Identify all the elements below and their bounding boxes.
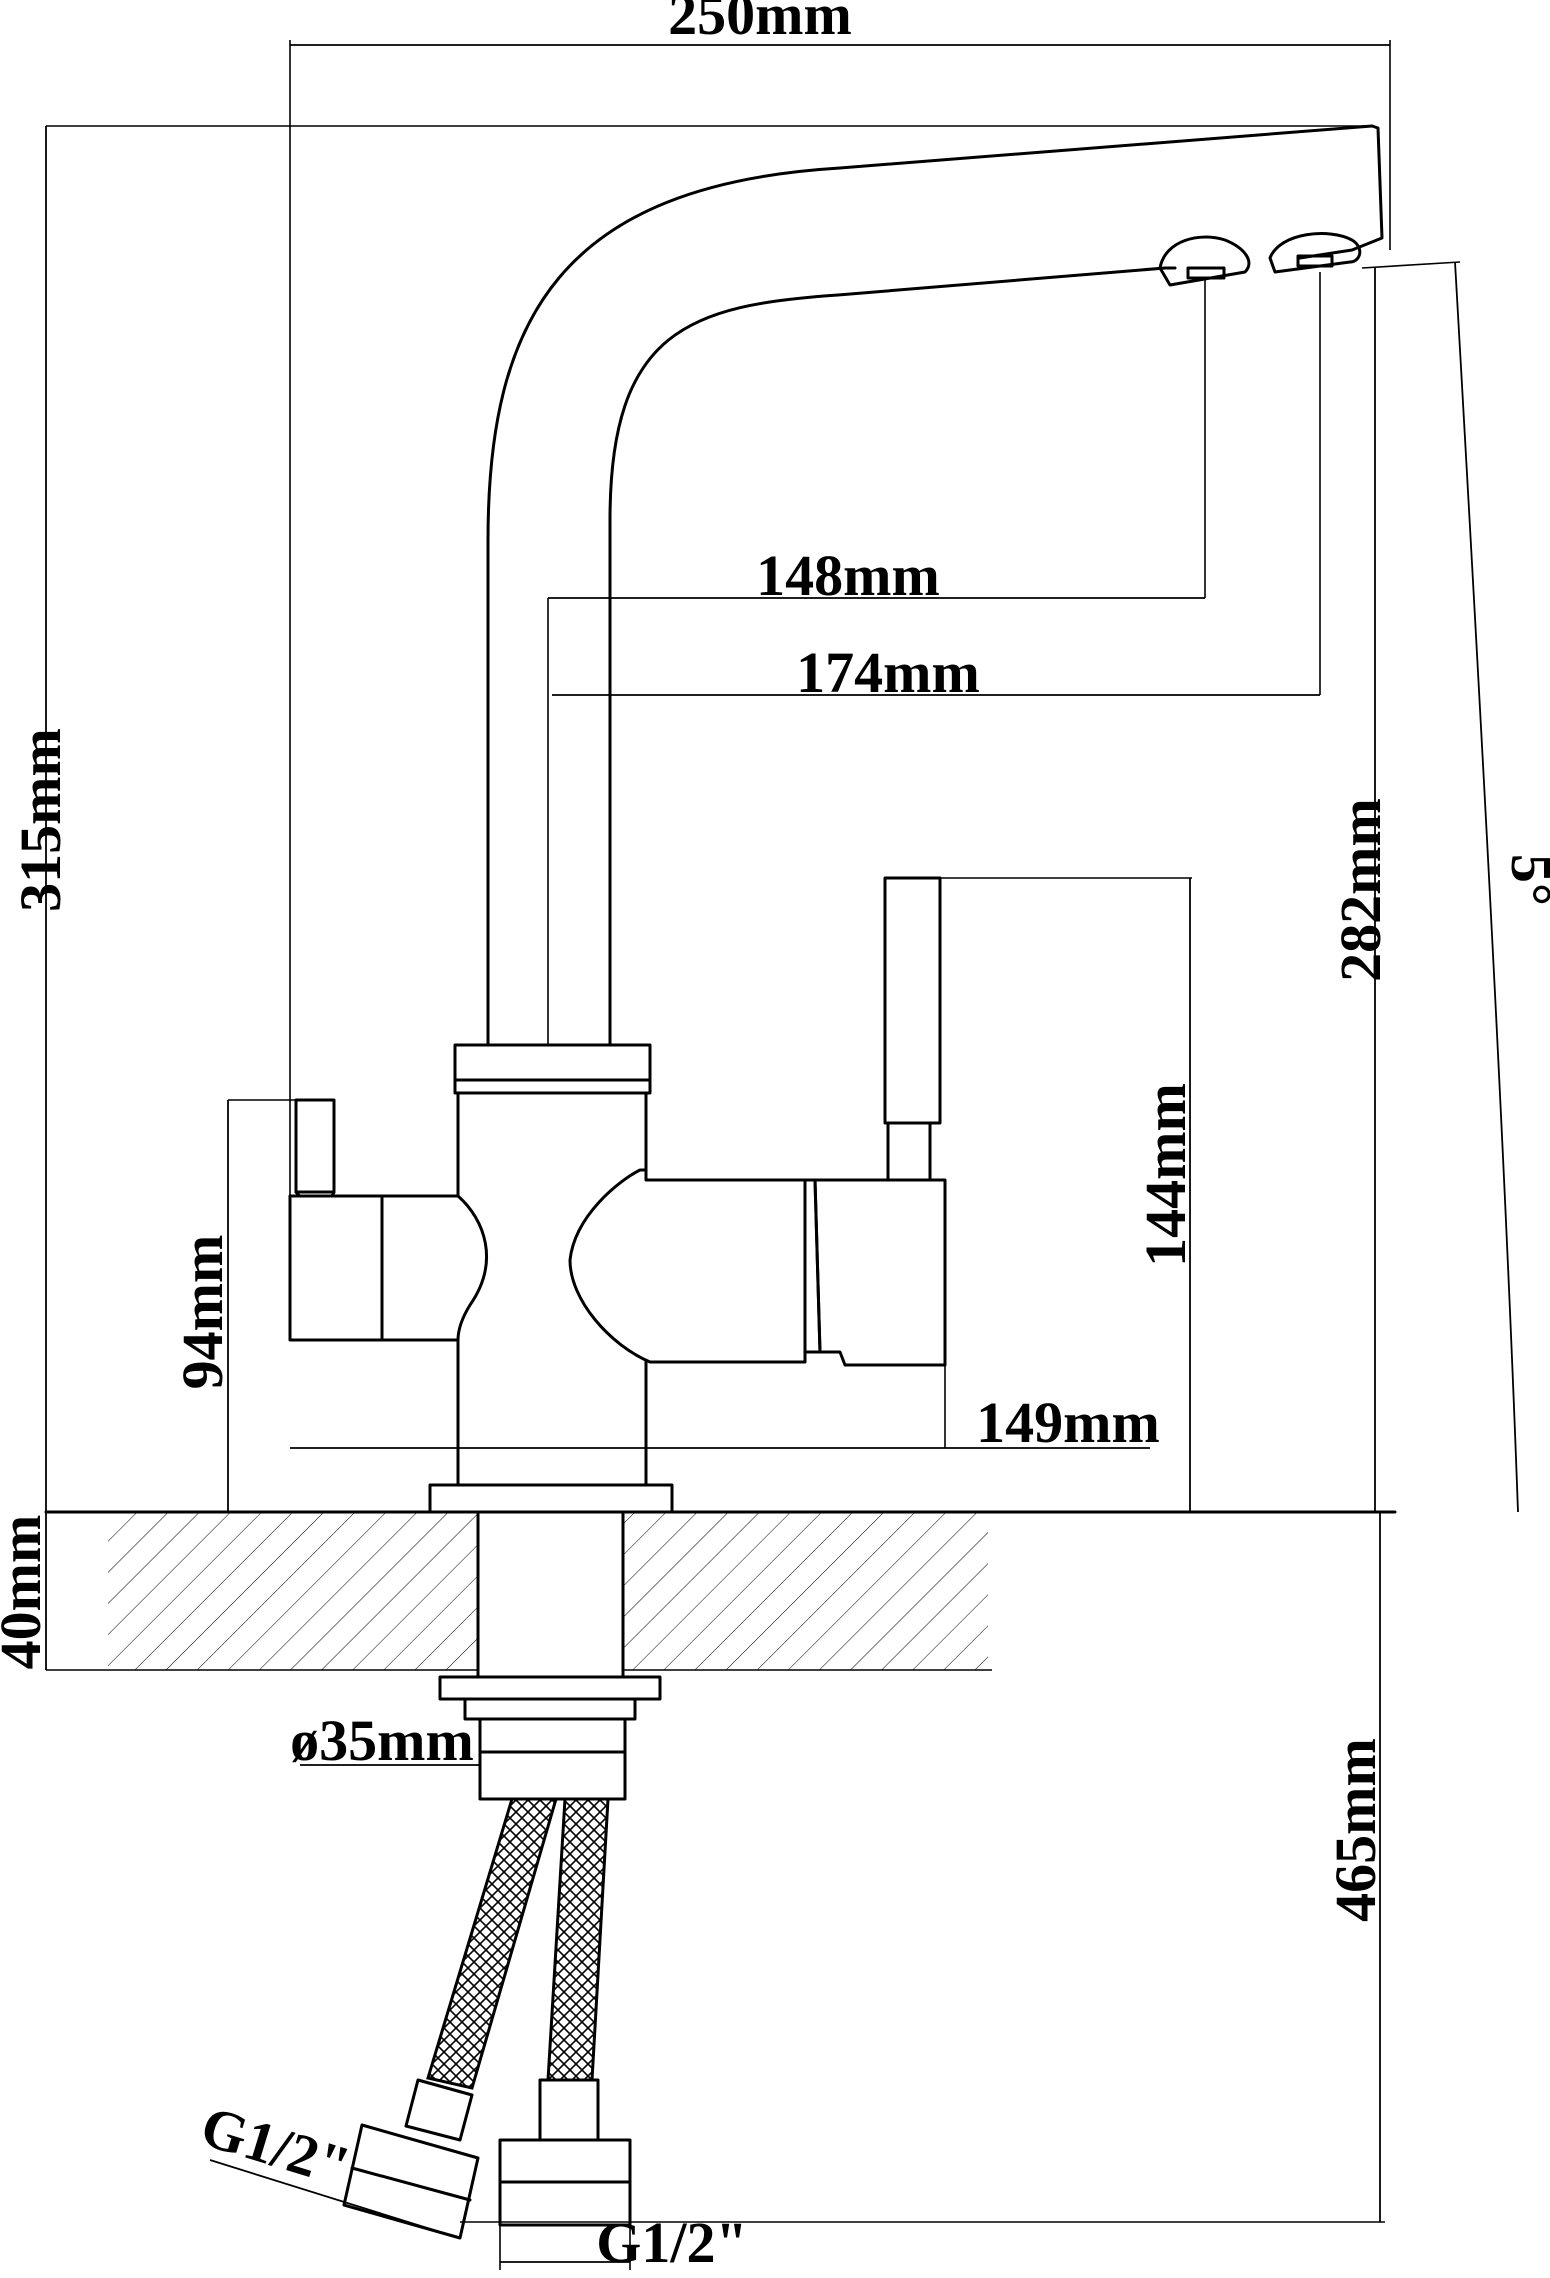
faucet-spout — [486, 124, 1384, 1047]
supply-hoses — [342, 1797, 632, 2240]
hose-length-label: 465mm — [1323, 1738, 1388, 1922]
shank-diameter-label: ø35mm — [290, 1708, 474, 1773]
countertop-section — [44, 1510, 1397, 1671]
lever-height-label: 94mm — [170, 1235, 235, 1390]
counter-thickness-label: 40mm — [0, 1515, 53, 1670]
outlet-height-label: 282mm — [1328, 798, 1393, 982]
overall-width-label: 250mm — [668, 0, 852, 47]
hose-thread-left-label: G1/2" — [194, 2093, 358, 2199]
left-lever — [288, 1098, 488, 1342]
body-width-label: 149mm — [976, 1390, 1160, 1455]
spout-reach-front-label: 148mm — [756, 543, 940, 608]
mounting-shank — [438, 1510, 662, 1801]
spout-reach-rear-label: 174mm — [796, 640, 980, 705]
hose-thread-right-label: G1/2" — [596, 2210, 747, 2275]
right-handle — [568, 876, 947, 1367]
handle-height-label: 144mm — [1133, 1083, 1198, 1267]
spout-angle-label: 5° — [1499, 854, 1550, 906]
dimension-lines — [45, 40, 1519, 2270]
overall-height-label: 315mm — [8, 728, 73, 912]
